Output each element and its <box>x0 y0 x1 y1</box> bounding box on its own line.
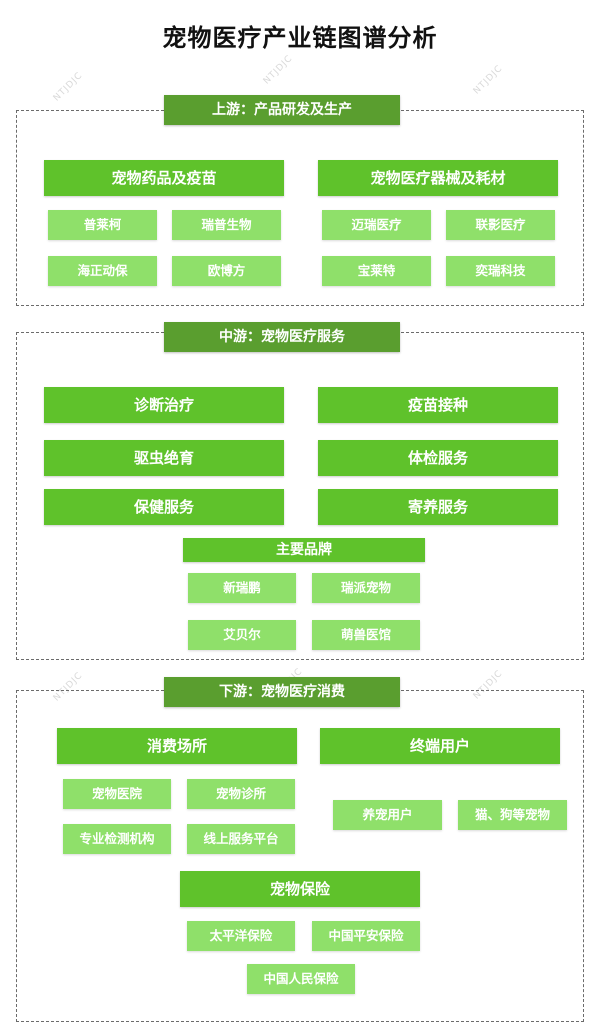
midstream-header: 中游：宠物医疗服务 <box>164 322 400 352</box>
midstream-brands-category: 主要品牌 <box>183 538 425 562</box>
midstream-service: 体检服务 <box>318 440 558 476</box>
downstream-venue-item: 宠物诊所 <box>187 779 295 809</box>
upstream-right-item: 宝莱特 <box>322 256 431 286</box>
upstream-right-item: 联影医疗 <box>446 210 555 240</box>
upstream-left-item: 普莱柯 <box>48 210 157 240</box>
downstream-venue-item: 宠物医院 <box>63 779 171 809</box>
downstream-insurance-item: 太平洋保险 <box>187 921 295 951</box>
midstream-service: 驱虫绝育 <box>44 440 284 476</box>
midstream-service: 寄养服务 <box>318 489 558 525</box>
downstream-user-item: 猫、狗等宠物 <box>458 800 567 830</box>
upstream-left-item: 欧博方 <box>172 256 281 286</box>
midstream-brand-item: 新瑞鹏 <box>188 573 296 603</box>
watermark: NTJDJC <box>51 70 85 104</box>
upstream-right-item: 奕瑞科技 <box>446 256 555 286</box>
downstream-insurance-category: 宠物保险 <box>180 871 420 907</box>
downstream-insurance-item: 中国平安保险 <box>312 921 420 951</box>
downstream-users-category: 终端用户 <box>320 728 560 764</box>
downstream-insurance-item: 中国人民保险 <box>247 964 355 994</box>
page-title: 宠物医疗产业链图谱分析 <box>162 24 438 52</box>
downstream-venues-category: 消费场所 <box>57 728 297 764</box>
midstream-brand-item: 艾贝尔 <box>188 620 296 650</box>
upstream-left-item: 瑞普生物 <box>172 210 281 240</box>
downstream-header: 下游：宠物医疗消费 <box>164 677 400 707</box>
upstream-header: 上游：产品研发及生产 <box>164 95 400 125</box>
upstream-left-category: 宠物药品及疫苗 <box>44 160 284 196</box>
downstream-venue-item: 专业检测机构 <box>63 824 171 854</box>
midstream-brand-item: 萌兽医馆 <box>312 620 420 650</box>
watermark: NTJDJC <box>261 53 295 87</box>
downstream-venue-item: 线上服务平台 <box>187 824 295 854</box>
midstream-brand-item: 瑞派宠物 <box>312 573 420 603</box>
midstream-service: 保健服务 <box>44 489 284 525</box>
upstream-left-item: 海正动保 <box>48 256 157 286</box>
upstream-right-category: 宠物医疗器械及耗材 <box>318 160 558 196</box>
upstream-right-item: 迈瑞医疗 <box>322 210 431 240</box>
downstream-user-item: 养宠用户 <box>333 800 442 830</box>
midstream-service: 疫苗接种 <box>318 387 558 423</box>
midstream-service: 诊断治疗 <box>44 387 284 423</box>
watermark: NTJDJC <box>471 63 505 97</box>
